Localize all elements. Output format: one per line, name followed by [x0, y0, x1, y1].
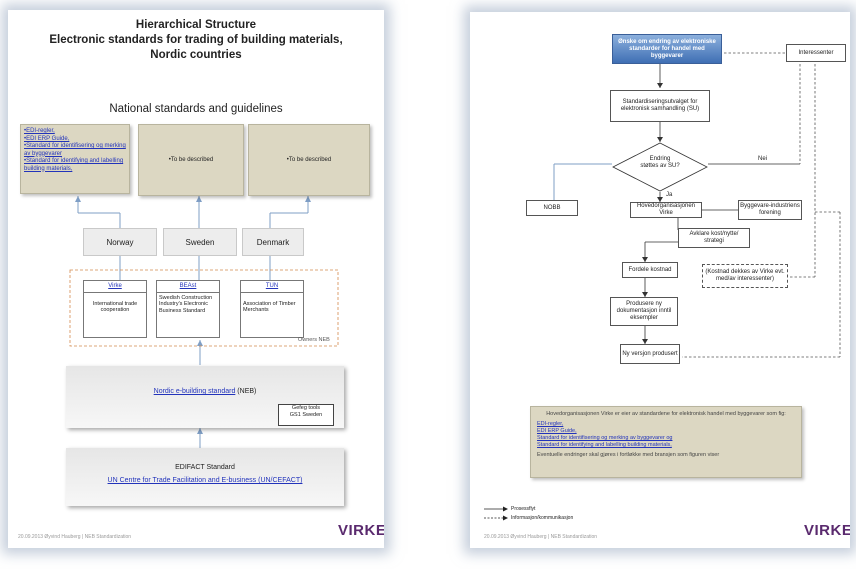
hoved-box: Hovedorganisasjonen Virke — [630, 202, 702, 218]
neb-box: Nordic e-building standard (NEB) Gefeg t… — [66, 366, 344, 428]
virke-logo-text: VIRKE — [338, 522, 384, 539]
note-title: Hovedorganisasjonen Virke er eier av sta… — [546, 411, 786, 417]
left-footer: 20.09.2013 Øyvind Hauberg | NEB Standard… — [18, 534, 132, 540]
country-norway: Norway — [83, 228, 157, 256]
dashed-arrow-icon — [484, 515, 508, 521]
gefeg-box: Gefeg tools GS1 Sweden — [278, 404, 334, 426]
edifact-box: EDIFACT Standard UN Centre for Trade Fac… — [66, 448, 344, 506]
neb-title: Nordic e-building standard (NEB) — [66, 388, 344, 395]
note-link-edi-regler[interactable]: EDI-regler, — [537, 421, 564, 427]
solid-arrow-icon — [484, 506, 508, 512]
slide-title: Hierarchical Structure Electronic standa… — [8, 18, 384, 63]
note-footer: Eventuelle endringer skal gjøres i fortl… — [537, 452, 720, 458]
org-virke-link[interactable]: Virke — [84, 281, 146, 293]
org-beast-desc: Swedish Construction Industry's Electron… — [159, 294, 213, 314]
standard-identifisering-link[interactable]: •Standard for identifisering og merking … — [24, 143, 126, 157]
legend-process-text: Prosessflyt — [511, 506, 536, 512]
kostnad-note-box: (Kostnad dekkes av Virke evt. med/av int… — [702, 264, 788, 288]
diamond-shape — [612, 142, 708, 192]
title-line-3: Nordic countries — [150, 49, 242, 61]
org-beast-link[interactable]: BEAst — [157, 281, 219, 293]
change-request-box: Ønske om endring av elektroniske standar… — [612, 34, 722, 64]
denmark-standards-text: •To be described — [286, 157, 332, 163]
ownership-note-box: Hovedorganisasjonen Virke er eier av sta… — [530, 406, 802, 478]
edi-erp-guide-link[interactable]: •EDI ERP Guide, — [24, 135, 70, 142]
title-line-1: Hierarchical Structure — [135, 19, 257, 31]
neb-suffix: (NEB) — [235, 388, 257, 395]
owners-neb-label: Owners NEB — [298, 337, 330, 343]
org-beast: BEAst Swedish Construction Industry's El… — [156, 280, 220, 338]
legend-info: Informasjon/kommunikasjon — [484, 515, 573, 521]
edi-regler-link[interactable]: •EDI-regler, — [24, 128, 55, 134]
neb-link[interactable]: Nordic e-building standard — [153, 388, 236, 395]
interessenter-box: Interessenter — [786, 44, 846, 62]
note-link-edi-erp[interactable]: EDI ERP Guide, — [537, 428, 577, 434]
sweden-standards-box: •To be described — [138, 124, 244, 196]
subtitle: National standards and guidelines — [109, 103, 283, 115]
note-link-identifying[interactable]: Standard for identifying and labelling b… — [537, 442, 672, 448]
edifact-link[interactable]: UN Centre for Trade Facilitation and E-b… — [107, 477, 303, 484]
virke-logo-right: VIRKE — [804, 522, 850, 539]
norway-standards-box: •EDI-regler, •EDI ERP Guide, •Standard f… — [20, 124, 130, 194]
left-slide: Hierarchical Structure Electronic standa… — [8, 10, 384, 548]
denmark-standards-box: •To be described — [248, 124, 370, 196]
decision-text: Endring støttes av SU? — [640, 156, 680, 169]
gefeg-line-2: GS1 Sweden — [289, 412, 323, 418]
org-tun: TUN Association of Timber Merchants — [240, 280, 304, 338]
legend: Prosessflyt Informasjon/kommunikasjon — [484, 506, 573, 521]
standard-identifying-link[interactable]: •Standard for identifying and labelling … — [24, 158, 124, 172]
org-tun-desc: Association of Timber Merchants — [243, 300, 296, 314]
sweden-standards-text: •To be described — [168, 157, 214, 163]
gefeg-line-1: Gefeg tools — [291, 405, 321, 411]
ny-versjon-box: Ny versjon produsert — [620, 344, 680, 364]
country-sweden: Sweden — [163, 228, 237, 256]
org-virke: Virke International trade cooperation — [83, 280, 147, 338]
right-connectors — [553, 52, 841, 358]
right-footer: 20.09.2013 Øyvind Hauberg | NEB Standard… — [484, 534, 598, 540]
right-slide: Ønske om endring av elektroniske standar… — [470, 12, 850, 548]
decision-diamond: Endring støttes av SU? — [612, 142, 708, 192]
org-virke-desc: International trade cooperation — [92, 300, 138, 314]
country-denmark: Denmark — [242, 228, 304, 256]
nobb-box: NOBB — [526, 200, 578, 216]
produsere-box: Produsere ny dokumentasjon inntil eksemp… — [610, 297, 678, 326]
title-line-2: Electronic standards for trading of buil… — [49, 34, 343, 46]
ja-label: Ja — [666, 192, 673, 198]
org-tun-link[interactable]: TUN — [241, 281, 303, 293]
virke-logo-right-text: VIRKE — [804, 522, 850, 539]
edifact-title: EDIFACT Standard — [175, 464, 235, 471]
su-box: Standardiseringsutvalget for elektronisk… — [610, 90, 710, 122]
left-connectors — [69, 196, 339, 448]
avklare-box: Avklare kost/nytte/ strategi — [678, 228, 750, 248]
virke-logo: VIRKE — [338, 522, 384, 539]
legend-info-text: Informasjon/kommunikasjon — [511, 515, 574, 521]
legend-process: Prosessflyt — [484, 506, 573, 512]
byggevare-box: Byggevare-industriens forening — [738, 200, 802, 220]
nei-label: Nei — [758, 156, 768, 162]
note-link-identifisering[interactable]: Standard for identifisering og merking a… — [537, 435, 673, 441]
fordele-box: Fordele kostnad — [622, 262, 678, 278]
